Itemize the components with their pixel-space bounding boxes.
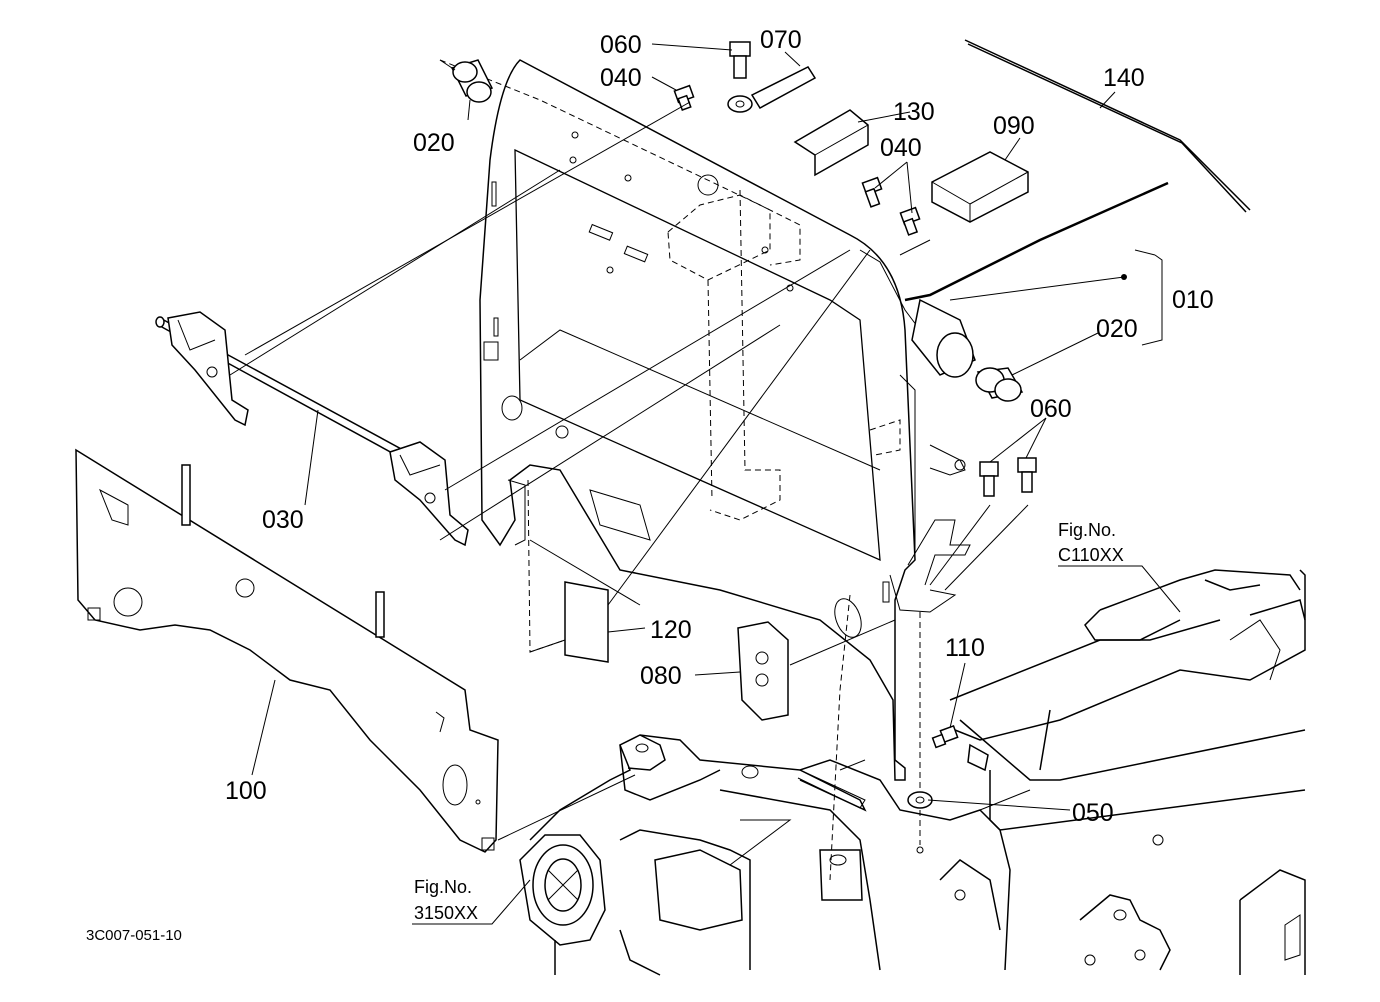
fig-ref-c110-line1: Fig.No.	[1058, 520, 1116, 540]
part-100-panel	[75, 448, 499, 853]
part-030-shaft	[155, 311, 469, 547]
part-060-bolt-top	[729, 41, 751, 79]
label-050: 050	[1072, 799, 1114, 827]
label-020-right: 020	[1096, 315, 1138, 343]
frame-c110xx	[949, 569, 1306, 831]
fig-ref-c110-line2: C110XX	[1058, 545, 1124, 565]
part-070-clip	[727, 66, 817, 113]
drawing-id: 3C007-051-10	[86, 927, 182, 944]
part-010-cable	[904, 181, 1169, 346]
part-060-bolt-right-1	[979, 461, 999, 497]
part-labels: 060 070 040 020 130 040 090 140 010 020 …	[225, 26, 1214, 827]
part-080-block	[737, 621, 789, 721]
label-040-left: 040	[600, 64, 642, 92]
label-080: 080	[640, 662, 682, 690]
figure-references: Fig.No. C110XX Fig.No. 3150XX	[414, 520, 1124, 923]
label-070: 070	[760, 26, 802, 54]
part-040-screw-right-1	[861, 176, 883, 208]
label-040-right: 040	[880, 134, 922, 162]
part-110-bolt	[931, 725, 959, 749]
main-bracket-panel	[479, 59, 971, 781]
label-010: 010	[1172, 286, 1214, 314]
part-120-pad	[564, 581, 609, 663]
label-060-right: 060	[1030, 395, 1072, 423]
label-100: 100	[225, 777, 267, 805]
part-020-bushing-right	[975, 367, 1024, 402]
leader-lines	[229, 43, 1181, 925]
fig-ref-3150-line1: Fig.No.	[414, 877, 472, 897]
part-040-screw-right-2	[899, 206, 921, 236]
part-090-cover	[931, 151, 1029, 223]
label-120: 120	[650, 616, 692, 644]
label-110: 110	[945, 634, 985, 662]
part-050-washer	[907, 612, 933, 854]
hidden-lines	[439, 59, 901, 881]
pivot-tube	[911, 298, 976, 378]
fig-ref-3150-line2: 3150XX	[414, 903, 478, 923]
housing-3150xx	[519, 734, 1306, 976]
part-130-cover	[793, 109, 869, 177]
label-030: 030	[262, 506, 304, 534]
part-140-rod	[964, 39, 1251, 213]
label-130: 130	[893, 98, 935, 126]
part-040-screw-left	[673, 84, 695, 111]
label-060-top: 060	[600, 31, 642, 59]
label-090: 090	[993, 112, 1035, 140]
part-020-bushing-top	[450, 59, 494, 103]
label-020-top: 020	[413, 129, 455, 157]
label-140: 140	[1103, 64, 1145, 92]
part-060-bolt-right-2	[1017, 457, 1037, 493]
